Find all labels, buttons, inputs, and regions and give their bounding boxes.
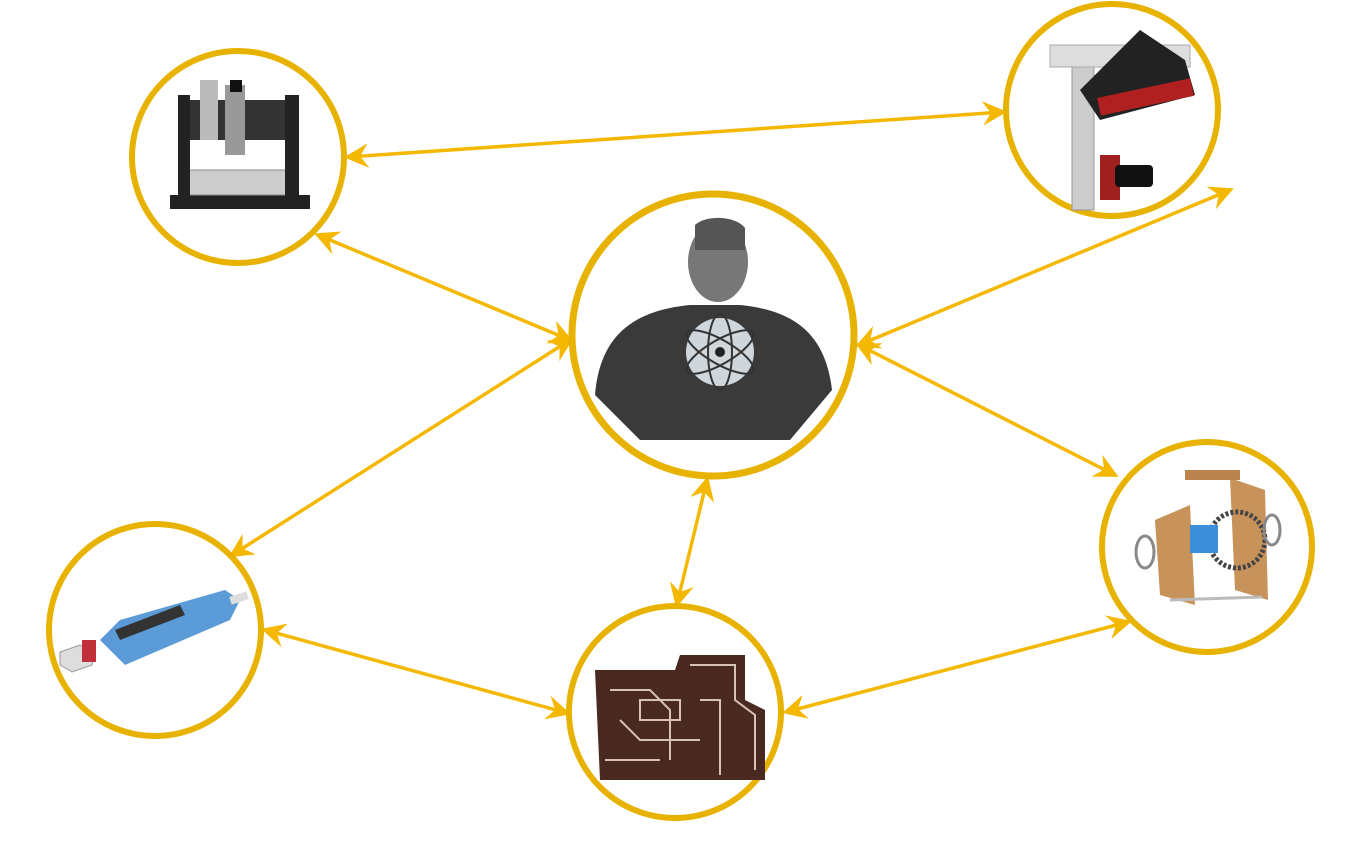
arrow-actuator-pcb [261, 623, 571, 720]
arrow-center-gear [855, 343, 1119, 477]
node-pcb [566, 603, 784, 821]
node-camera-rig [1003, 1, 1221, 219]
node-cnc-machine [129, 48, 347, 266]
atom-figure-icon [595, 217, 832, 440]
arrow-cnc-center [314, 231, 574, 344]
arrow-center-actuator [228, 337, 574, 558]
cnc-router-icon [170, 80, 310, 209]
linear-actuator-icon [59, 590, 249, 673]
arrow-cnc-camera [343, 101, 1008, 168]
arrow-camera-center [855, 186, 1234, 349]
arrow-pcb-gear [782, 615, 1132, 719]
vision-camera-icon [1049, 30, 1195, 211]
arrow-center-pcb [669, 476, 715, 608]
node-actuator [46, 521, 264, 739]
circuit-board-icon [595, 655, 765, 780]
node-gear-mechanism [1099, 439, 1315, 655]
node-center-figure [568, 190, 858, 480]
gear-mechanism-icon [1134, 470, 1282, 605]
